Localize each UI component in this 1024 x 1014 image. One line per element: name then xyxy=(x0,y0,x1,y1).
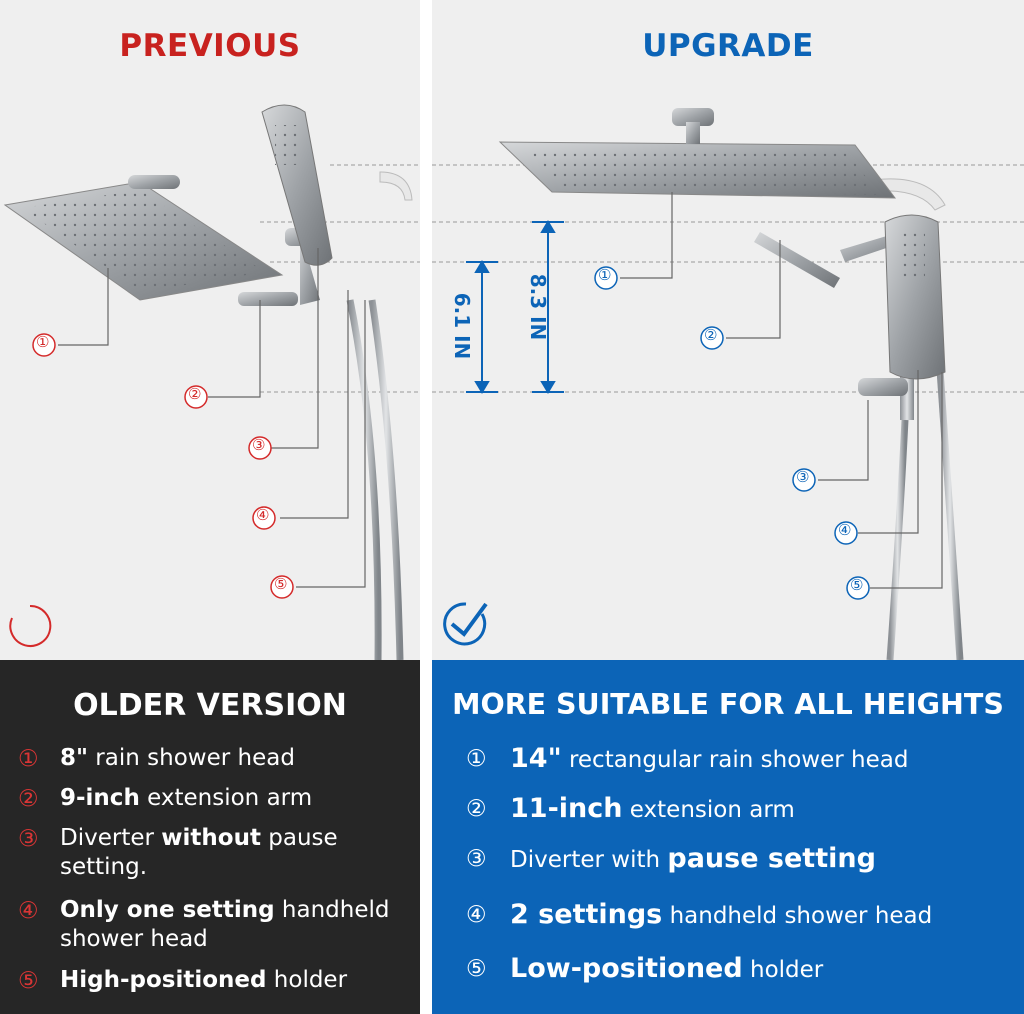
item-number: ① xyxy=(466,746,487,772)
item-text: extension arm xyxy=(139,785,313,811)
item-text: extension arm xyxy=(622,797,795,823)
callout-left-2: ② xyxy=(188,385,202,403)
callout-right-3: ③ xyxy=(796,468,810,486)
item-text: Diverter with xyxy=(510,847,668,873)
item-number: ⑤ xyxy=(18,968,39,994)
item-number: ④ xyxy=(18,898,39,924)
callout-right-5: ⑤ xyxy=(850,576,864,594)
callout-right-1: ① xyxy=(598,266,612,284)
item-bold: 11-inch xyxy=(510,793,623,824)
item-text: handheld shower head xyxy=(60,897,390,952)
item-number: ④ xyxy=(466,902,487,928)
list-item: ③ Diverter with pause setting xyxy=(466,844,1018,875)
upgrade-product-image xyxy=(498,108,964,660)
item-number: ⑤ xyxy=(466,956,487,982)
upgrade-heading: UPGRADE xyxy=(642,28,814,64)
item-number: ② xyxy=(18,786,39,812)
list-item: ② 9-inch extension arm xyxy=(18,784,418,813)
list-item: ⑤ High-positioned holder xyxy=(18,966,418,995)
list-item: ④ Only one setting handheld shower head xyxy=(18,896,418,954)
item-bold: pause setting xyxy=(667,843,876,874)
item-bold: Only one setting xyxy=(60,897,275,923)
older-version-panel: OLDER VERSION ① 8" rain shower head ② 9-… xyxy=(0,660,420,1014)
list-item: ② 11-inch extension arm xyxy=(466,794,1018,825)
previous-product-image xyxy=(3,104,413,660)
list-item: ① 8" rain shower head xyxy=(18,744,418,773)
item-bold: 2 settings xyxy=(510,899,663,930)
dimension-large xyxy=(532,220,564,394)
item-text: pause setting. xyxy=(60,825,338,880)
circle-loading-icon xyxy=(9,604,52,647)
dimension-small xyxy=(466,260,498,394)
callout-left-5: ⑤ xyxy=(274,575,288,593)
callout-left-3: ③ xyxy=(252,436,266,454)
dim-label-small: 6.1 IN xyxy=(450,292,474,360)
item-bold: Low-positioned xyxy=(510,953,743,984)
item-text: holder xyxy=(266,967,348,993)
item-bold: 14" xyxy=(510,743,562,774)
check-circle-icon xyxy=(443,602,488,646)
item-text: handheld shower head xyxy=(662,903,933,929)
shower-illustration xyxy=(3,104,1024,660)
reference-lines-left xyxy=(260,164,420,393)
list-item: ⑤ Low-positioned holder xyxy=(466,954,1018,985)
list-item: ③ Diverter without pause setting. xyxy=(18,824,418,882)
callout-right-2: ② xyxy=(704,326,718,344)
previous-panel xyxy=(0,0,420,660)
item-number: ③ xyxy=(466,846,487,872)
upgrade-title: MORE SUITABLE FOR ALL HEIGHTS xyxy=(452,688,1004,721)
item-text: rain shower head xyxy=(88,745,295,771)
item-number: ① xyxy=(18,746,39,772)
item-number: ③ xyxy=(18,826,39,852)
item-bold: High-positioned xyxy=(60,967,267,993)
previous-heading: PREVIOUS xyxy=(119,28,301,64)
callout-right-4: ④ xyxy=(838,521,852,539)
item-text: holder xyxy=(742,957,824,983)
item-bold: without xyxy=(161,825,261,851)
item-bold: 8" xyxy=(60,745,88,771)
list-item: ④ 2 settings handheld shower head xyxy=(466,900,1018,931)
item-number: ② xyxy=(466,796,487,822)
dim-label-large: 8.3 IN xyxy=(526,273,550,341)
item-text: rectangular rain shower head xyxy=(561,747,909,773)
list-item: ① 14" rectangular rain shower head xyxy=(466,744,1018,775)
center-divider xyxy=(420,0,432,1014)
item-text: Diverter xyxy=(60,825,162,851)
callout-left-1: ① xyxy=(36,333,50,351)
upgrade-features-panel: MORE SUITABLE FOR ALL HEIGHTS ① 14" rect… xyxy=(432,660,1024,1014)
older-version-title: OLDER VERSION xyxy=(73,688,347,723)
item-bold: 9-inch xyxy=(60,785,140,811)
callout-left-4: ④ xyxy=(256,506,270,524)
